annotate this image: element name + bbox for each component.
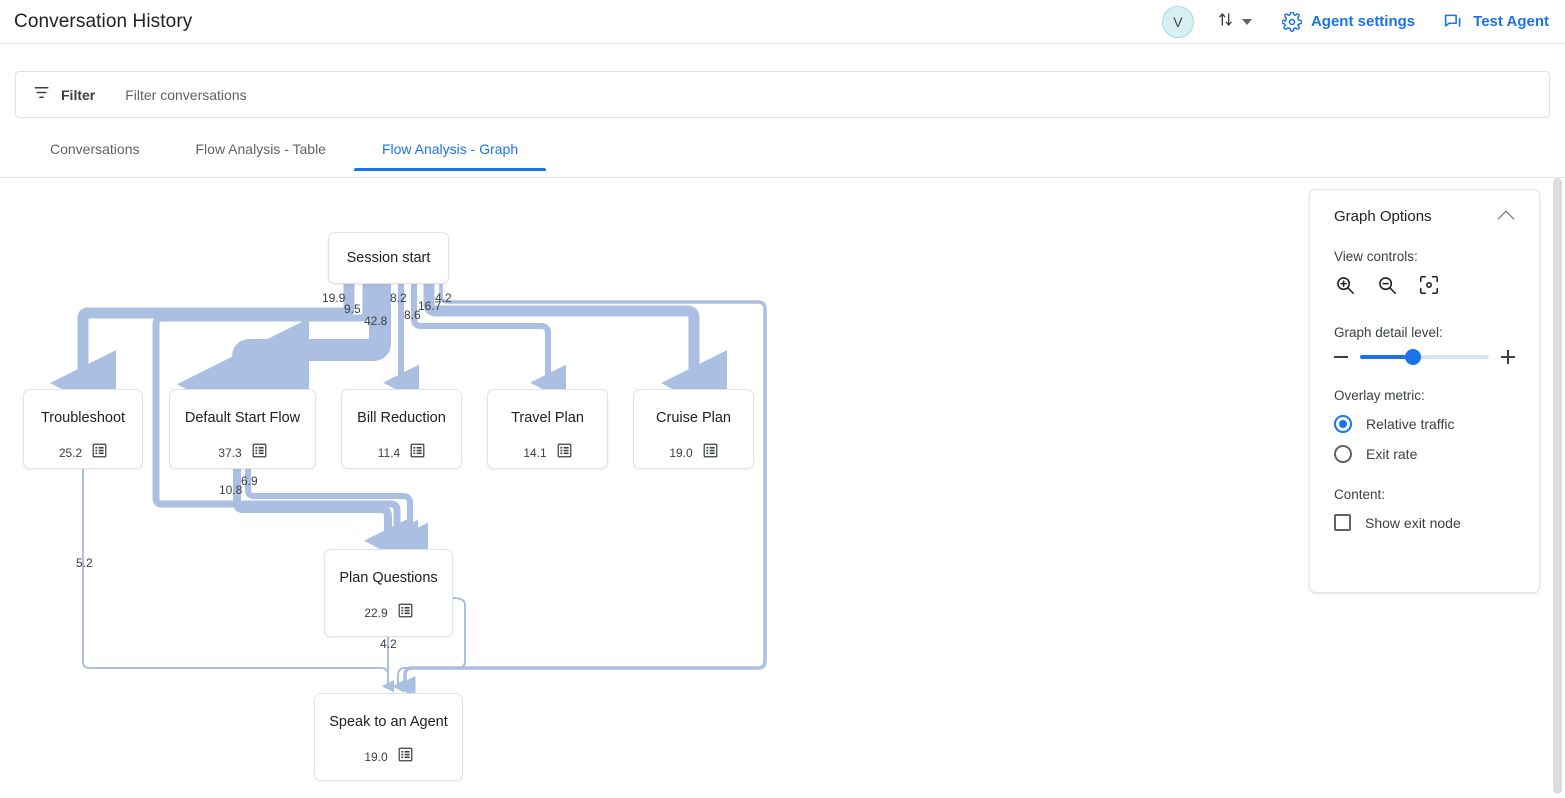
radio-label: Relative traffic bbox=[1366, 416, 1455, 432]
radio-relative-traffic[interactable]: Relative traffic bbox=[1334, 415, 1515, 433]
filter-icon[interactable] bbox=[32, 83, 51, 107]
edge-label: 4.2 bbox=[380, 637, 397, 651]
graph-options-header: Graph Options bbox=[1334, 208, 1515, 227]
filter-label: Filter bbox=[61, 86, 96, 103]
node-metric: 11.4 bbox=[378, 443, 425, 463]
overlay-metric-label: Overlay metric: bbox=[1334, 388, 1425, 403]
graph-node-troubleshoot[interactable]: Troubleshoot 25.2 bbox=[23, 389, 143, 469]
checkbox-label: Show exit node bbox=[1365, 514, 1461, 531]
zoom-in-icon[interactable] bbox=[1334, 274, 1356, 301]
graph-node-speak-to-an-agent[interactable]: Speak to an Agent 19.0 bbox=[314, 693, 463, 781]
edge-label: 19.9 bbox=[322, 291, 346, 305]
graph-node-bill-reduction[interactable]: Bill Reduction 11.4 bbox=[341, 389, 462, 469]
chat-bubble-icon bbox=[1443, 11, 1464, 32]
graph-node-session-start[interactable]: Session start bbox=[328, 232, 449, 284]
tab-conversations[interactable]: Conversations bbox=[50, 141, 140, 157]
view-controls-label: View controls: bbox=[1334, 249, 1418, 264]
plus-icon[interactable] bbox=[1501, 350, 1515, 364]
test-agent-label: Test Agent bbox=[1473, 13, 1549, 30]
agent-settings-button[interactable]: Agent settings bbox=[1281, 11, 1416, 32]
flow-graph-edges bbox=[50, 284, 767, 698]
transcript-icon[interactable] bbox=[252, 443, 267, 463]
content-label: Content: bbox=[1334, 487, 1386, 502]
zoom-out-icon[interactable] bbox=[1376, 274, 1398, 301]
edge-label: 4.2 bbox=[435, 291, 452, 305]
node-value: 37.3 bbox=[218, 446, 242, 460]
graph-options-title: Graph Options bbox=[1334, 208, 1432, 225]
node-title: Bill Reduction bbox=[357, 410, 446, 426]
tab-flow-analysis-graph[interactable]: Flow Analysis - Graph bbox=[353, 133, 547, 171]
test-agent-button[interactable]: Test Agent bbox=[1443, 11, 1549, 32]
edge-label: 5.2 bbox=[76, 556, 93, 570]
node-value: 25.2 bbox=[58, 446, 83, 460]
node-value: 19.0 bbox=[364, 750, 388, 764]
node-title: Troubleshoot bbox=[40, 410, 126, 426]
edge-label: 10.8 bbox=[219, 483, 243, 497]
gear-icon bbox=[1281, 11, 1302, 32]
node-metric: 19.0 bbox=[364, 747, 413, 767]
edge-label: 9.5 bbox=[344, 302, 361, 316]
transcript-icon[interactable] bbox=[703, 443, 718, 463]
tab-flow-analysis-table[interactable]: Flow Analysis - Table bbox=[195, 141, 326, 157]
graph-options-panel: Graph Options View controls: bbox=[1309, 189, 1540, 593]
detail-level-slider-row bbox=[1334, 349, 1515, 365]
filter-bar: Filter bbox=[15, 71, 1550, 118]
node-value: 14.1 bbox=[523, 446, 547, 460]
transcript-icon[interactable] bbox=[398, 747, 413, 767]
top-bar-actions: V Agent settings bbox=[1161, 0, 1565, 43]
radio-exit-rate[interactable]: Exit rate bbox=[1334, 445, 1515, 463]
checkbox-icon bbox=[1334, 514, 1351, 531]
graph-node-travel-plan[interactable]: Travel Plan 14.1 bbox=[487, 389, 608, 469]
agent-settings-label: Agent settings bbox=[1310, 13, 1416, 30]
edge-label: 6.9 bbox=[241, 474, 258, 488]
fit-to-screen-icon[interactable] bbox=[1418, 274, 1440, 301]
node-metric: 22.9 bbox=[364, 603, 413, 623]
node-title: Session start bbox=[346, 250, 431, 266]
node-value: 11.4 bbox=[377, 446, 401, 460]
slider-fill bbox=[1360, 355, 1413, 359]
transcript-icon[interactable] bbox=[398, 603, 413, 623]
detail-level-slider[interactable] bbox=[1360, 349, 1489, 365]
transcript-icon[interactable] bbox=[92, 443, 107, 463]
node-title: Cruise Plan bbox=[656, 410, 731, 426]
checkbox-show-exit-node[interactable]: Show exit node bbox=[1334, 514, 1515, 531]
edge-label: 8.6 bbox=[404, 308, 421, 322]
vertical-scrollbar[interactable] bbox=[1553, 178, 1562, 794]
top-bar: Conversation History V Agent settings bbox=[0, 0, 1565, 44]
avatar[interactable]: V bbox=[1161, 5, 1194, 38]
radio-icon bbox=[1334, 445, 1352, 463]
tab-bar: Conversations Flow Analysis - Table Flow… bbox=[0, 133, 1565, 178]
node-title: Default Start Flow bbox=[184, 410, 301, 426]
chevron-up-icon[interactable] bbox=[1497, 210, 1515, 227]
graph-node-plan-questions[interactable]: Plan Questions 22.9 bbox=[324, 549, 453, 637]
page-title: Conversation History bbox=[14, 10, 193, 32]
radio-icon-selected bbox=[1334, 415, 1352, 433]
node-title: Speak to an Agent bbox=[329, 714, 448, 730]
sort-arrows-icon bbox=[1216, 10, 1235, 34]
chevron-down-icon bbox=[1241, 18, 1252, 25]
graph-node-cruise-plan[interactable]: Cruise Plan 19.0 bbox=[633, 389, 754, 469]
flow-graph-canvas[interactable]: Session start Troubleshoot 25.2 Default … bbox=[0, 178, 1551, 798]
sort-control[interactable] bbox=[1216, 10, 1252, 34]
edge-label: 42.8 bbox=[364, 314, 388, 328]
edge-label: 16.7 bbox=[418, 299, 442, 313]
detail-level-label: Graph detail level: bbox=[1334, 325, 1443, 340]
node-metric: 14.1 bbox=[523, 443, 572, 463]
minus-icon[interactable] bbox=[1334, 356, 1348, 358]
transcript-icon[interactable] bbox=[557, 443, 572, 463]
slider-thumb[interactable] bbox=[1404, 349, 1421, 365]
view-controls-row bbox=[1334, 274, 1515, 301]
node-title: Travel Plan bbox=[511, 410, 584, 426]
graph-node-default-start-flow[interactable]: Default Start Flow 37.3 bbox=[169, 389, 316, 469]
node-value: 22.9 bbox=[364, 606, 388, 620]
search-input[interactable] bbox=[123, 85, 624, 104]
edge-label: 8.2 bbox=[390, 291, 407, 305]
transcript-icon[interactable] bbox=[410, 443, 425, 463]
node-metric: 25.2 bbox=[59, 443, 107, 463]
node-metric: 19.0 bbox=[669, 443, 718, 463]
radio-label: Exit rate bbox=[1366, 446, 1418, 462]
node-metric: 37.3 bbox=[218, 443, 267, 463]
node-title: Plan Questions bbox=[339, 570, 438, 586]
node-value: 19.0 bbox=[669, 446, 693, 460]
